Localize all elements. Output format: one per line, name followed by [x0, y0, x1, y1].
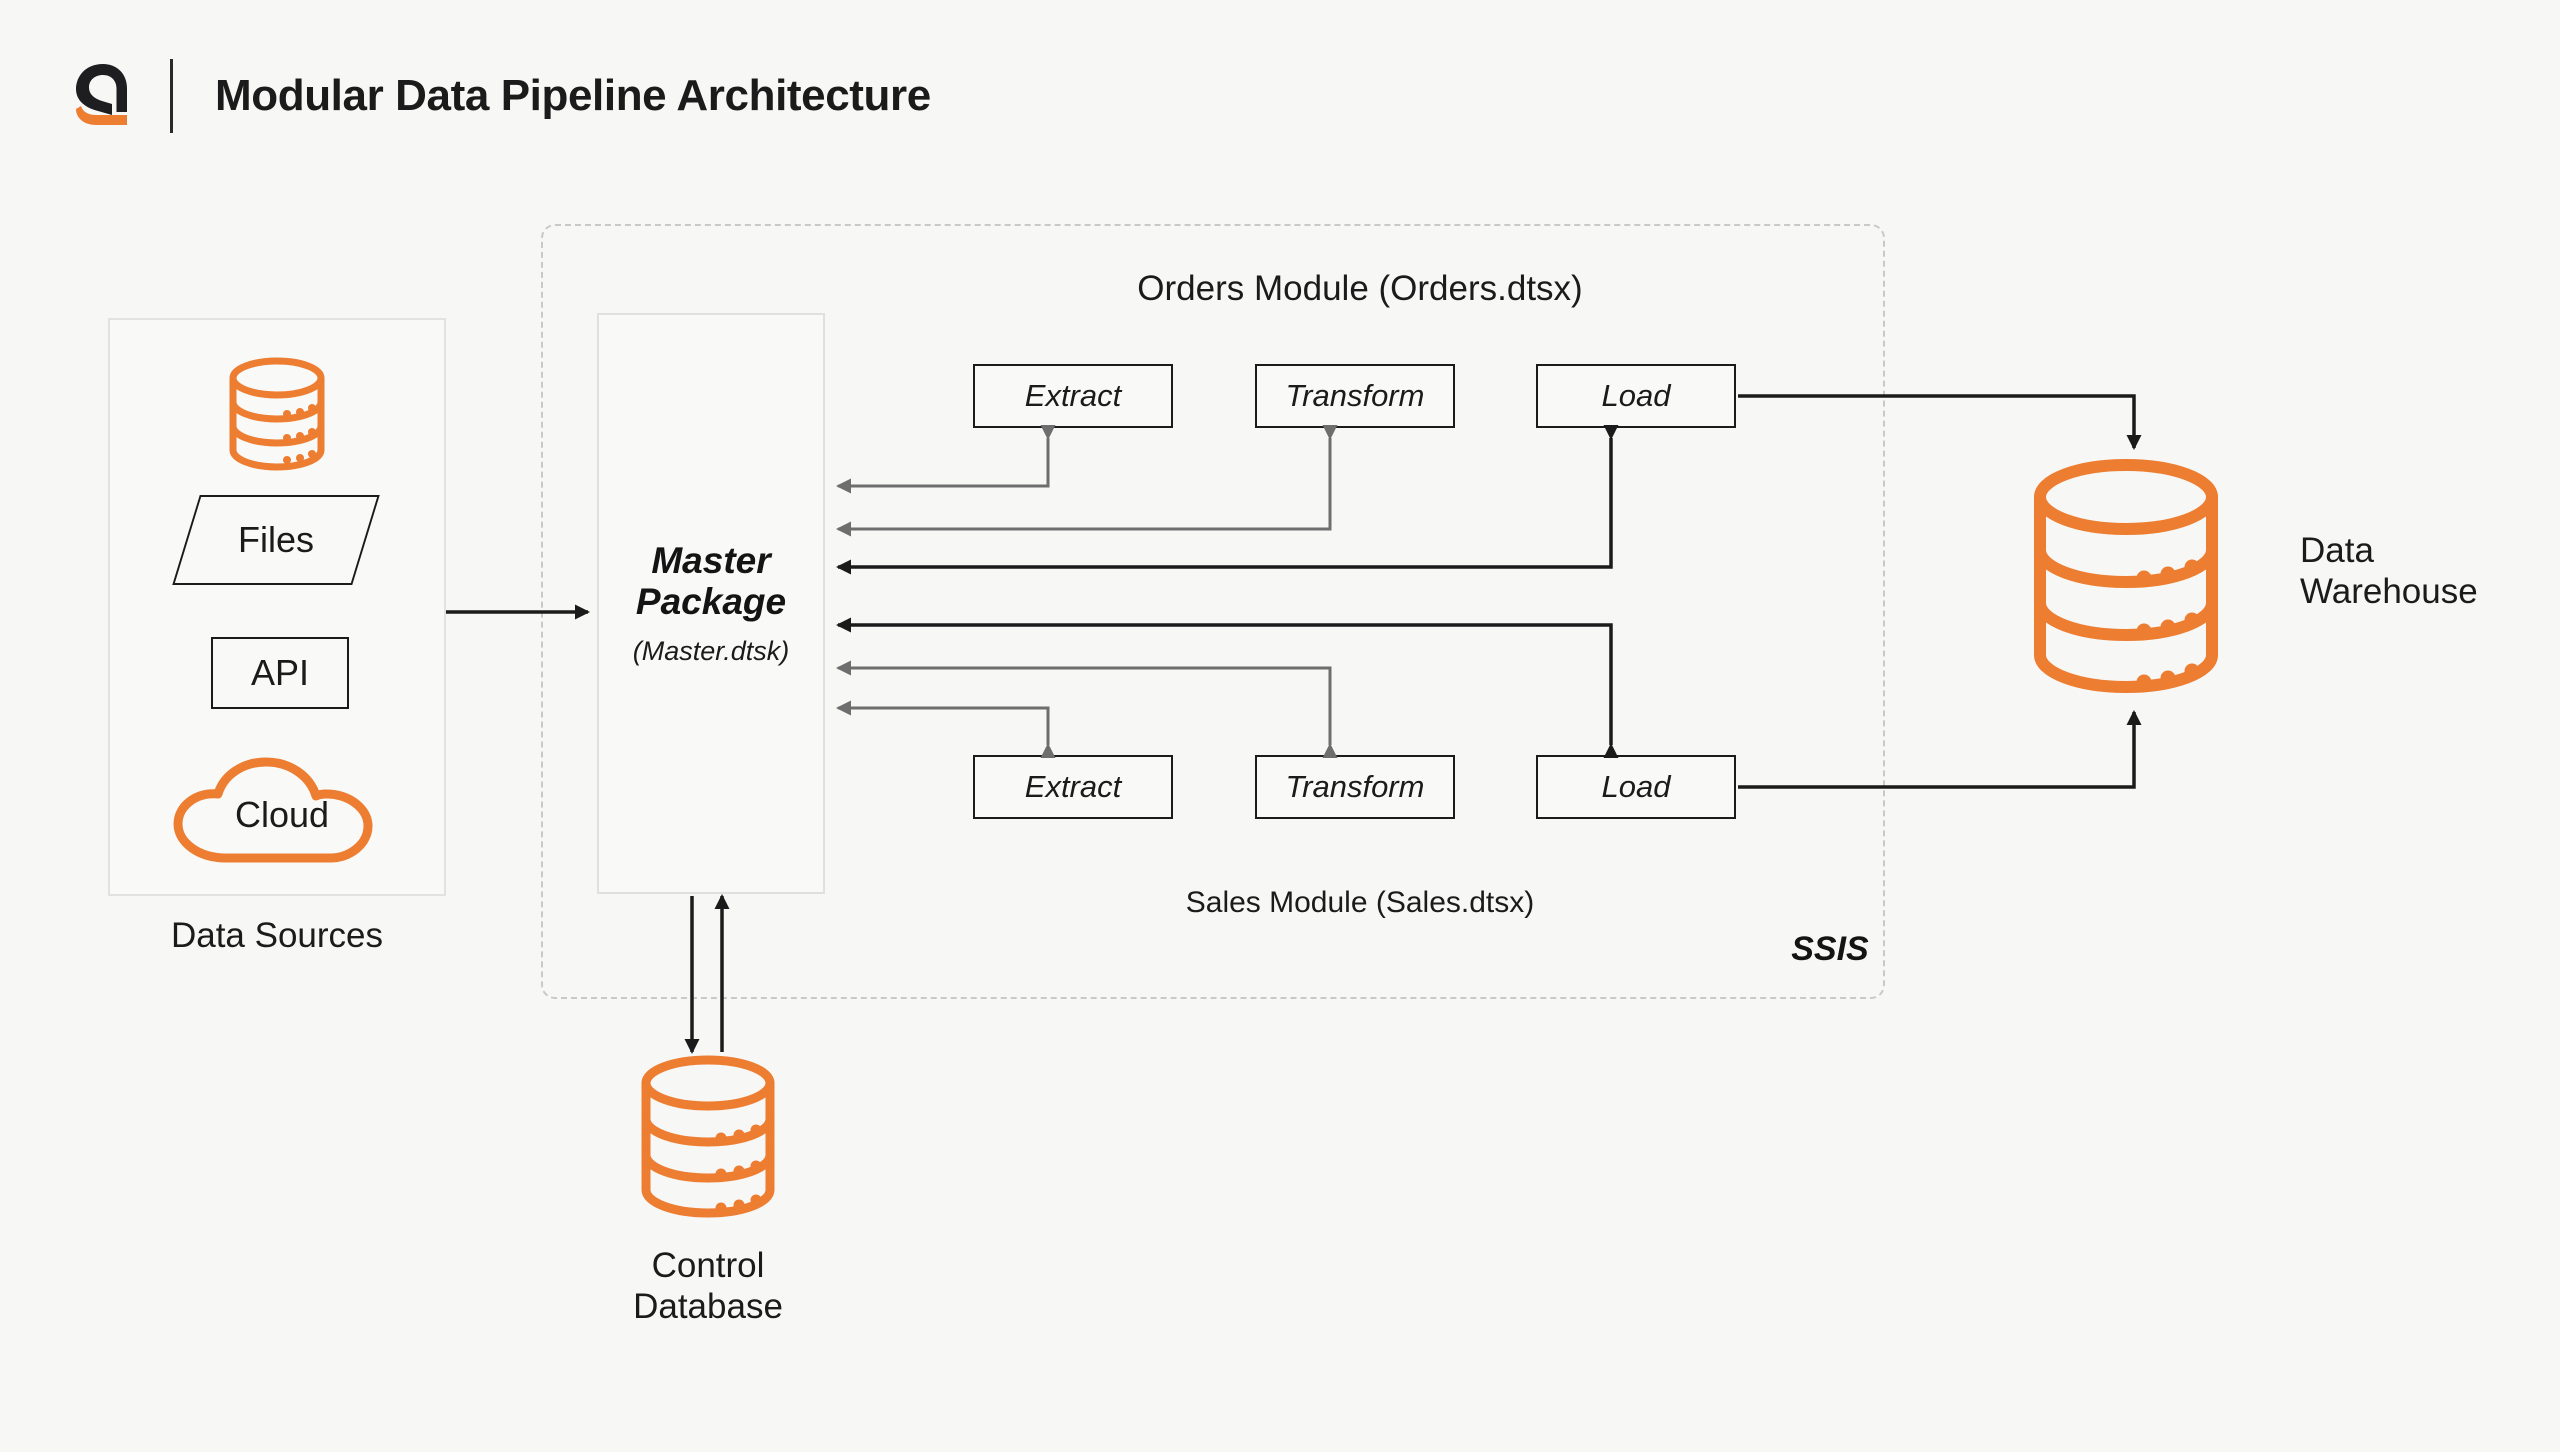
orders-transform-label: Transform [1285, 378, 1425, 413]
connector-orders-extract-master [836, 425, 1056, 494]
quantilus-q-logo-icon [72, 60, 128, 132]
data-sources-panel [108, 318, 446, 896]
page-header: Modular Data Pipeline Architecture [72, 58, 931, 134]
connector-orders-load-to-warehouse [1738, 394, 2142, 450]
files-shape: Files [172, 495, 380, 585]
ssis-label: SSIS [1791, 930, 1869, 968]
master-package-box: Master Package (Master.dtsk) [597, 313, 825, 894]
database-cylinder-icon [215, 352, 339, 476]
cloud-label: Cloud [234, 794, 330, 835]
sales-load-box: Load [1536, 755, 1736, 819]
sales-module-title: Sales Module (Sales.dtsx) [1185, 886, 1535, 919]
control-database-caption: Control Database [633, 1246, 783, 1327]
api-box: API [211, 637, 349, 709]
connector-orders-load-master [836, 425, 1619, 575]
orders-load-label: Load [1601, 378, 1671, 413]
data-sources-caption: Data Sources [170, 916, 384, 955]
connector-sales-load-to-warehouse [1738, 710, 2142, 789]
connector-orders-transform-master [836, 425, 1338, 537]
orders-module-title: Orders Module (Orders.dtsx) [1137, 269, 1583, 308]
orders-transform-box: Transform [1255, 364, 1455, 428]
sales-transform-label: Transform [1285, 769, 1425, 804]
orders-load-box: Load [1536, 364, 1736, 428]
sales-extract-box: Extract [973, 755, 1173, 819]
orders-extract-label: Extract [1024, 378, 1122, 413]
master-package-title: Master Package [635, 539, 787, 622]
header-divider [170, 59, 173, 133]
api-label: API [250, 652, 310, 693]
master-package-subtitle: (Master.dtsk) [632, 636, 790, 667]
orders-extract-box: Extract [973, 364, 1173, 428]
connector-sales-extract-master [836, 700, 1056, 758]
control-database-icon [620, 1050, 796, 1226]
files-label: Files [237, 519, 314, 560]
connector-sales-transform-master [836, 660, 1338, 758]
sales-load-label: Load [1601, 769, 1671, 804]
connector-sales-load-master [836, 617, 1619, 758]
data-warehouse-caption: Data Warehouse [2300, 531, 2478, 612]
cloud-shape: Cloud [168, 754, 396, 866]
data-warehouse-icon [2010, 455, 2242, 703]
sales-extract-label: Extract [1024, 769, 1122, 804]
page-title: Modular Data Pipeline Architecture [215, 71, 931, 120]
